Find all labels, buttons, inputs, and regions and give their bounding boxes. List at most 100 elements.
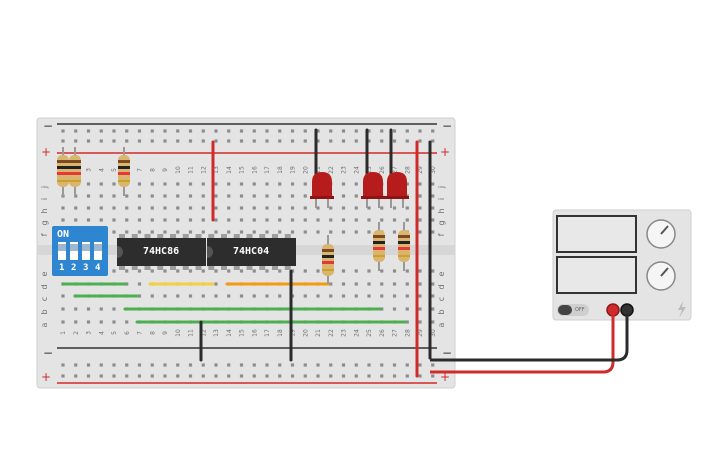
breadboard-hole[interactable]: [303, 218, 307, 222]
breadboard-hole[interactable]: [99, 307, 103, 311]
breadboard-hole[interactable]: [380, 269, 384, 273]
breadboard-hole[interactable]: [163, 363, 167, 367]
breadboard-hole[interactable]: [74, 307, 78, 311]
breadboard-hole[interactable]: [341, 282, 346, 286]
breadboard-hole[interactable]: [227, 139, 231, 143]
breadboard-hole[interactable]: [405, 282, 409, 286]
breadboard-hole[interactable]: [303, 294, 307, 298]
breadboard-hole[interactable]: [418, 194, 422, 198]
breadboard-hole[interactable]: [227, 294, 231, 298]
breadboard-hole[interactable]: [392, 282, 397, 286]
breadboard-hole[interactable]: [418, 129, 422, 133]
breadboard-hole[interactable]: [265, 139, 269, 143]
breadboard-hole[interactable]: [201, 230, 205, 234]
breadboard-hole[interactable]: [278, 374, 282, 378]
breadboard-hole[interactable]: [367, 230, 371, 234]
breadboard-hole[interactable]: [86, 194, 91, 198]
breadboard-hole[interactable]: [431, 282, 435, 286]
breadboard-hole[interactable]: [61, 294, 65, 298]
breadboard-hole[interactable]: [290, 230, 295, 234]
breadboard-hole[interactable]: [99, 182, 103, 186]
breadboard-hole[interactable]: [431, 307, 435, 311]
breadboard-hole[interactable]: [227, 363, 231, 367]
resistor-r4[interactable]: [322, 235, 334, 284]
breadboard-hole[interactable]: [163, 218, 167, 222]
resistor-r1[interactable]: [57, 147, 69, 196]
breadboard-hole[interactable]: [150, 218, 154, 222]
breadboard-hole[interactable]: [86, 320, 91, 324]
breadboard-hole[interactable]: [265, 218, 269, 222]
breadboard-hole[interactable]: [303, 374, 307, 378]
breadboard-hole[interactable]: [99, 194, 103, 198]
breadboard-hole[interactable]: [265, 129, 269, 133]
breadboard-hole[interactable]: [137, 230, 142, 234]
breadboard-hole[interactable]: [278, 139, 282, 143]
breadboard-hole[interactable]: [214, 194, 218, 198]
breadboard-hole[interactable]: [150, 206, 154, 210]
breadboard-hole[interactable]: [278, 182, 282, 186]
breadboard-hole[interactable]: [239, 363, 244, 367]
breadboard-hole[interactable]: [329, 129, 333, 133]
breadboard-hole[interactable]: [392, 363, 397, 367]
breadboard-hole[interactable]: [252, 139, 256, 143]
breadboard-hole[interactable]: [239, 182, 244, 186]
breadboard-hole[interactable]: [163, 269, 167, 273]
breadboard-hole[interactable]: [137, 363, 142, 367]
breadboard-hole[interactable]: [137, 206, 142, 210]
breadboard-hole[interactable]: [86, 206, 91, 210]
breadboard-hole[interactable]: [188, 294, 193, 298]
breadboard-hole[interactable]: [239, 129, 244, 133]
breadboard-hole[interactable]: [239, 139, 244, 143]
breadboard-hole[interactable]: [239, 218, 244, 222]
breadboard-hole[interactable]: [392, 269, 397, 273]
breadboard-hole[interactable]: [99, 363, 103, 367]
breadboard-hole[interactable]: [214, 230, 218, 234]
breadboard-hole[interactable]: [227, 182, 231, 186]
breadboard-hole[interactable]: [431, 218, 435, 222]
breadboard-hole[interactable]: [176, 206, 180, 210]
breadboard-hole[interactable]: [188, 182, 193, 186]
breadboard-hole[interactable]: [329, 294, 333, 298]
breadboard-hole[interactable]: [214, 374, 218, 378]
breadboard-hole[interactable]: [278, 363, 282, 367]
breadboard-hole[interactable]: [74, 139, 78, 143]
breadboard-hole[interactable]: [150, 374, 154, 378]
breadboard-hole[interactable]: [290, 129, 295, 133]
breadboard-hole[interactable]: [137, 182, 142, 186]
breadboard-hole[interactable]: [150, 363, 154, 367]
breadboard-hole[interactable]: [392, 294, 397, 298]
breadboard-hole[interactable]: [354, 282, 358, 286]
breadboard-hole[interactable]: [252, 182, 256, 186]
breadboard-hole[interactable]: [290, 139, 295, 143]
breadboard-hole[interactable]: [214, 182, 218, 186]
breadboard-hole[interactable]: [239, 206, 244, 210]
breadboard-hole[interactable]: [354, 363, 358, 367]
breadboard-hole[interactable]: [303, 206, 307, 210]
breadboard-hole[interactable]: [431, 320, 435, 324]
breadboard-hole[interactable]: [125, 129, 129, 133]
breadboard-hole[interactable]: [380, 139, 384, 143]
breadboard-hole[interactable]: [367, 282, 371, 286]
breadboard-hole[interactable]: [125, 282, 129, 286]
breadboard-hole[interactable]: [227, 269, 231, 273]
breadboard-hole[interactable]: [137, 282, 142, 286]
chip-74hc86[interactable]: [117, 238, 206, 266]
breadboard-hole[interactable]: [99, 129, 103, 133]
breadboard-hole[interactable]: [290, 206, 295, 210]
breadboard-hole[interactable]: [61, 320, 65, 324]
breadboard-hole[interactable]: [125, 194, 129, 198]
breadboard-hole[interactable]: [341, 230, 346, 234]
breadboard-hole[interactable]: [214, 269, 218, 273]
chip-74hc04[interactable]: [207, 238, 296, 266]
breadboard-hole[interactable]: [303, 182, 307, 186]
breadboard-hole[interactable]: [418, 282, 422, 286]
breadboard-hole[interactable]: [61, 307, 65, 311]
breadboard-hole[interactable]: [405, 269, 409, 273]
breadboard-hole[interactable]: [112, 230, 116, 234]
led-2[interactable]: [361, 172, 385, 208]
breadboard-hole[interactable]: [380, 363, 384, 367]
breadboard-hole[interactable]: [86, 139, 91, 143]
breadboard-hole[interactable]: [354, 294, 358, 298]
breadboard-hole[interactable]: [112, 363, 116, 367]
breadboard-hole[interactable]: [112, 194, 116, 198]
